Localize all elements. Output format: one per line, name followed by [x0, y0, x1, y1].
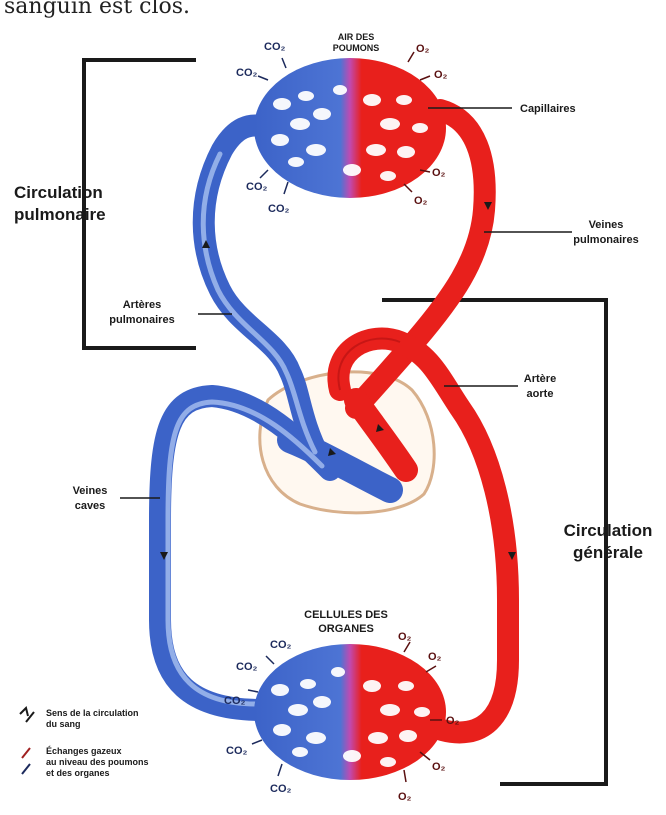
svg-text:CELLULES DES: CELLULES DES	[304, 609, 388, 621]
svg-text:O₂: O₂	[432, 167, 446, 179]
legend: Sens de la circulation du sang Échanges …	[20, 708, 149, 778]
svg-text:Artère: Artère	[524, 373, 556, 385]
svg-text:et des organes: et des organes	[46, 768, 110, 778]
svg-text:CO₂: CO₂	[270, 783, 292, 795]
svg-text:du sang: du sang	[46, 719, 81, 729]
svg-text:pulmonaires: pulmonaires	[573, 234, 638, 246]
label-arteres-pulmonaires: Artères pulmonaires	[109, 299, 174, 326]
label-air-poumons: AIR DES POUMONS	[333, 32, 380, 53]
svg-text:CO₂: CO₂	[226, 745, 248, 757]
svg-text:caves: caves	[75, 500, 106, 512]
svg-text:O₂: O₂	[398, 631, 412, 643]
organ-capillary-bed	[254, 644, 446, 780]
label-cellules-organes: CELLULES DES ORGANES	[304, 609, 388, 635]
svg-text:pulmonaires: pulmonaires	[109, 314, 174, 326]
svg-text:Échanges gazeux: Échanges gazeux	[46, 746, 122, 756]
svg-text:O₂: O₂	[416, 43, 430, 55]
svg-text:ORGANES: ORGANES	[318, 623, 374, 635]
legend-flow-arrow-icon	[20, 708, 34, 722]
svg-text:Veines: Veines	[589, 219, 624, 231]
svg-text:pulmonaire: pulmonaire	[14, 205, 106, 224]
svg-text:POUMONS: POUMONS	[333, 43, 380, 53]
svg-text:O₂: O₂	[398, 791, 412, 803]
svg-text:CO₂: CO₂	[246, 181, 268, 193]
svg-text:AIR DES: AIR DES	[338, 32, 375, 42]
svg-text:Veines: Veines	[73, 485, 108, 497]
svg-text:Circulation: Circulation	[564, 521, 653, 540]
svg-text:Sens de la circulation: Sens de la circulation	[46, 708, 139, 718]
circulation-diagram: AIR DES POUMONS Capillaires Veines pulmo…	[0, 14, 666, 815]
svg-text:CO₂: CO₂	[224, 695, 246, 707]
svg-text:CO₂: CO₂	[268, 203, 290, 215]
svg-text:générale: générale	[573, 543, 643, 562]
svg-text:CO₂: CO₂	[236, 67, 258, 79]
svg-text:Artères: Artères	[123, 299, 162, 311]
legend-gas-arrows-icon	[22, 748, 30, 774]
svg-text:O₂: O₂	[414, 195, 428, 207]
svg-text:O₂: O₂	[446, 715, 460, 727]
svg-text:CO₂: CO₂	[236, 661, 258, 673]
label-veines-pulmonaires: Veines pulmonaires	[573, 219, 638, 246]
svg-text:aorte: aorte	[527, 388, 554, 400]
svg-text:Circulation: Circulation	[14, 183, 103, 202]
svg-text:O₂: O₂	[428, 651, 442, 663]
label-capillaires: Capillaires	[520, 103, 576, 115]
svg-text:O₂: O₂	[434, 69, 448, 81]
label-artere-aorte: Artère aorte	[524, 373, 556, 400]
label-circulation-pulmonaire: Circulation pulmonaire	[14, 183, 106, 224]
svg-text:au niveau des poumons: au niveau des poumons	[46, 757, 149, 767]
svg-text:CO₂: CO₂	[270, 639, 292, 651]
pulmonary-capillary-bed	[254, 58, 446, 198]
svg-text:O₂: O₂	[432, 761, 446, 773]
label-veines-caves: Veines caves	[73, 485, 108, 512]
svg-text:CO₂: CO₂	[264, 41, 286, 53]
